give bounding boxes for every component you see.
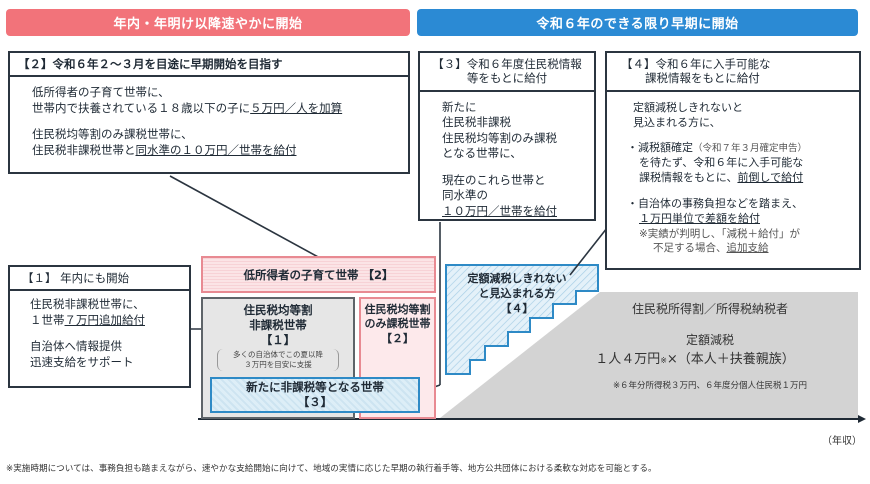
box-4-intro: 定額減税しきれないと (633, 100, 743, 114)
stair-number: 【４】 (500, 301, 534, 315)
reduction-note: ※６年分所得税３万円、６年度分個人住民税１万円 (612, 381, 808, 391)
low-income-child-households: 低所得者の子育て世帯 【2】 (201, 256, 436, 293)
box-3-header-line1: 【３】令和６年度住民税情報 (432, 57, 582, 71)
kintou-number: 【２】 (381, 331, 414, 345)
banner-2024-start: 令和６年のできる限り早期に開始 (417, 9, 858, 36)
nontax-note: 多くの自治体でこの夏以降 (233, 349, 323, 359)
box-measure-1: 【１】 年内にも開始 住民税非課税世帯に、 １世帯７万円追加給付 自治体へ情報提… (8, 265, 191, 388)
box-4-header: 【４】令和６年に入手可能な 課税情報をもとに給付 (607, 53, 859, 92)
nontax-note: ３万円を目安に支援 (244, 359, 312, 369)
box-4-bullet1-cont: を待たず、令和６年に入手可能な (639, 156, 804, 170)
footnote: ※実施時期については、事務負担も踏まえながら、速やかな支給開始に向けて、地域の実… (6, 464, 657, 474)
reduction-formula: ×（本人＋扶養親族） (666, 352, 795, 367)
box-measure-2: 【２】令和６年２～３月を目途に早期開始を目指す 低所得者の子育て世帯に、 世帯内… (8, 51, 410, 174)
taxpayer-area (440, 292, 858, 418)
reduction-title: 定額減税 (685, 333, 734, 347)
box-4-intro: 見込まれる方に、 (633, 115, 721, 129)
box-1-header: 【１】 年内にも開始 (10, 267, 189, 292)
box-measure-3: 【３】令和６年度住民税情報 等をもとに給付 新たに 住民税非課税 住民税均等割の… (418, 51, 596, 221)
box-3-line: 新たに (442, 99, 477, 114)
box-3-line: 住民税均等割のみ課税 (442, 130, 557, 145)
box-1-amount: ７万円追加給付 (64, 312, 146, 327)
box-4-note: ※実績が判明し、「減税＋給付」が (639, 227, 801, 240)
banner-early-start: 年内・年明け以降速やかに開始 (6, 9, 410, 36)
staircase-label: 定額減税しきれない と見込まれる方 【４】 (448, 272, 586, 317)
box-3-line: となる世帯に、 (442, 146, 522, 161)
nontax-title: 非課税世帯 (249, 317, 307, 332)
reduction-amount: １人４万円 (595, 352, 661, 367)
box-3-header-line2: 等をもとに給付 (466, 71, 548, 86)
box-2-line1: 低所得者の子育て世帯に、 (32, 85, 170, 100)
low-income-child-label: 低所得者の子育て世帯 【2】 (243, 267, 394, 282)
staircase-shape (445, 264, 599, 375)
taxpayer-title: 住民税所得割／所得税納税者 (631, 302, 788, 316)
box-1-line2: １世帯 (30, 312, 65, 327)
stair-label: と見込まれる方 (478, 286, 556, 300)
box-3-amount: １０万円／世帯を給付 (442, 203, 557, 218)
box-4-note-emphasis: 追加支給 (726, 241, 769, 254)
nontax-title: 住民税均等割 (243, 303, 313, 317)
box-4-note: 不足する場合、 (653, 241, 727, 254)
box-1-line3: 自治体へ情報提供 (30, 339, 122, 354)
box-4-bullet2: ・自治体の事務負担などを踏まえ、 (627, 196, 803, 210)
box-4-bullet1: ・減税額確定 (627, 141, 693, 155)
box-2-line3: 住民税均等割のみ課税世帯に、 (32, 127, 193, 142)
x-axis-label: （年収） (822, 436, 862, 447)
reduction-mark: ※ (660, 356, 667, 365)
box-2-line2-amount: ５万円／人を加算 (250, 100, 343, 115)
box-2-header: 【２】令和６年２～３月を目途に早期開始を目指す (10, 53, 408, 78)
box-3-header: 【３】令和６年度住民税情報 等をもとに給付 (420, 53, 594, 92)
box-3-line: 同水準の (442, 188, 488, 203)
new-nontax-label: 新たに非課税等となる世帯 (246, 380, 384, 395)
box-2-line4: 住民税非課税世帯と (32, 142, 136, 157)
box-4-header-line1: 【４】令和６年に入手可能な (621, 57, 771, 71)
box-4-bullet1-note: （令和７年３月確定申告） (693, 143, 808, 155)
box-4-bullet1-cont: 課税情報をもとに、 (639, 171, 738, 185)
new-nontax-number: 【３】 (297, 395, 333, 409)
box-2-line2: 世帯内で扶養されている１８歳以下の子に (32, 100, 251, 115)
box-3-line: 現在のこれら世帯と (442, 172, 546, 187)
kintou-title: のみ課税世帯 (364, 317, 431, 331)
box-2-line4-amount: 同水準の１０万円／世帯を給付 (135, 142, 297, 157)
nontax-number: 【１】 (260, 332, 296, 347)
box-1-line1: 住民税非課税世帯に、 (30, 297, 145, 312)
box-4-bullet1-emphasis: 前倒しで給付 (737, 171, 804, 185)
box-1-line4: 迅速支給をサポート (30, 354, 134, 369)
new-nontax-households-3: 新たに非課税等となる世帯 【３】 (210, 377, 420, 413)
box-measure-4: 【４】令和６年に入手可能な 課税情報をもとに給付 定額減税しきれないと 見込まれ… (605, 51, 861, 270)
kintou-title: 住民税均等割 (364, 303, 431, 316)
taxpayer-text: 住民税所得割／所得税納税者 定額減税 １人４万円※×（本人＋扶養親族） ※６年分… (560, 300, 860, 391)
box-3-line: 住民税非課税 (442, 115, 511, 130)
stair-label: 定額減税しきれない (467, 272, 567, 285)
box-4-header-line2: 課税情報をもとに給付 (645, 71, 760, 86)
box-4-bullet2-emphasis: １万円単位で差額を給付 (639, 211, 760, 225)
